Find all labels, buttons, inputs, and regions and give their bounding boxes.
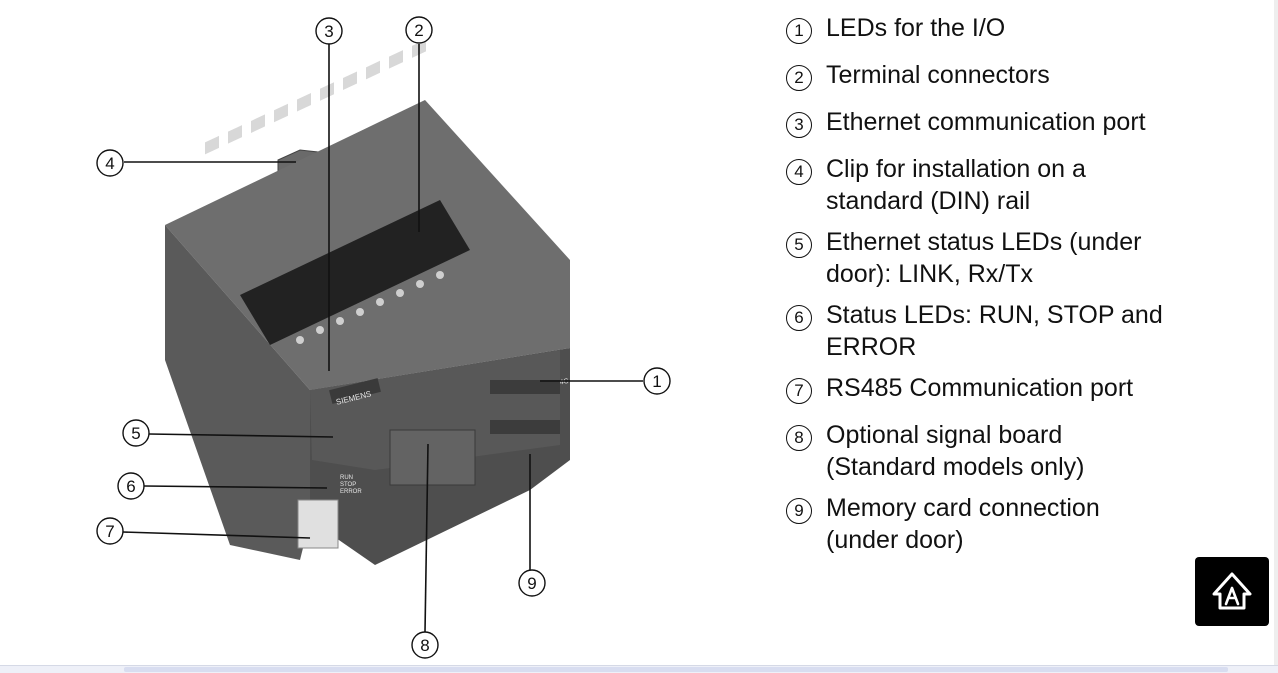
legend-line: Ethernet status LEDs (under	[826, 228, 1142, 256]
legend-item-3: 3 Ethernet communication port	[786, 106, 1146, 138]
legend-item-7: 7 RS485 Communication port	[786, 372, 1133, 404]
horizontal-scrollbar[interactable]	[0, 665, 1278, 673]
callout-number-8: 8	[420, 636, 429, 655]
brand-plate	[329, 378, 381, 404]
legend-text: Terminal connectors	[826, 59, 1050, 91]
callout-number-5: 5	[131, 424, 140, 443]
legend-line: standard (DIN) rail	[826, 187, 1031, 215]
legend-item-8: 8 Optional signal board (Standard models…	[786, 419, 1084, 483]
legend-item-9: 9 Memory card connection (under door)	[786, 492, 1100, 556]
legend-line: Status LEDs: RUN, STOP and	[826, 301, 1163, 329]
legend-text: RS485 Communication port	[826, 372, 1133, 404]
status-led-stop: STOP	[340, 482, 356, 488]
legend-line: RS485 Communication port	[826, 374, 1134, 402]
legend-number: 8	[786, 425, 812, 451]
device-left-face	[165, 225, 310, 560]
legend-item-2: 2 Terminal connectors	[786, 59, 1050, 91]
callout-line-7	[122, 531, 311, 539]
callout-lines	[122, 44, 643, 633]
callout-circle-4	[96, 149, 124, 177]
status-led-error: ERROR	[340, 489, 362, 495]
terminal-connector-strip	[240, 200, 470, 345]
callout-number-7: 7	[105, 522, 114, 541]
callout-circle-9	[518, 569, 546, 597]
plc-device-figure: SIEMENS CPU 1214C RUN STOP ERROR 1 2 3	[96, 16, 671, 659]
legend-line: Ethernet communication port	[826, 108, 1146, 136]
callout-circle-1	[643, 367, 671, 395]
window-edge	[1274, 0, 1278, 665]
legend-item-4: 4 Clip for installation on a standard (D…	[786, 153, 1086, 217]
legend-number: 4	[786, 159, 812, 185]
status-led-run: RUN	[340, 475, 353, 481]
legend-number: 6	[786, 305, 812, 331]
callout-circle-6	[117, 472, 145, 500]
scrollbar-thumb[interactable]	[124, 667, 1228, 672]
legend-text: LEDs for the I/O	[826, 12, 1005, 44]
callout-number-2: 2	[414, 21, 423, 40]
legend-line: Terminal connectors	[826, 61, 1050, 89]
legend-line: ERROR	[826, 333, 917, 361]
rs485-port	[297, 499, 339, 549]
legend-text: Memory card connection (under door)	[826, 492, 1100, 556]
legend-text: Clip for installation on a standard (DIN…	[826, 153, 1086, 217]
legend-number: 3	[786, 112, 812, 138]
callout-line-8	[424, 443, 429, 633]
terminal-screws	[296, 271, 444, 344]
callout-circle-3	[315, 17, 343, 45]
legend-text: Ethernet status LEDs (under door): LINK,…	[826, 226, 1141, 290]
callout-number-3: 3	[324, 22, 333, 41]
legend-number: 7	[786, 378, 812, 404]
legend-line: Memory card connection	[826, 494, 1100, 522]
callout-number-9: 9	[527, 574, 536, 593]
legend-number: 5	[786, 232, 812, 258]
callout-line-5	[148, 433, 334, 438]
legend-item-5: 5 Ethernet status LEDs (under door): LIN…	[786, 226, 1141, 290]
legend-line: door): LINK, Rx/Tx	[826, 260, 1033, 288]
io-led-strip-top	[490, 380, 560, 394]
legend-line: Clip for installation on a	[826, 155, 1086, 183]
legend-number: 1	[786, 18, 812, 44]
vent-slots	[205, 39, 426, 155]
plc-device-illustration: SIEMENS CPU 1214C RUN STOP ERROR	[165, 39, 570, 565]
legend-text: Status LEDs: RUN, STOP and ERROR	[826, 299, 1163, 363]
translate-button[interactable]	[1195, 557, 1269, 626]
callout-circle-2	[405, 16, 433, 44]
legend-line: (Standard models only)	[826, 453, 1085, 481]
legend-number: 2	[786, 65, 812, 91]
translate-icon	[1212, 572, 1252, 609]
callout-line-6	[143, 485, 328, 489]
legend-text: Ethernet communication port	[826, 106, 1146, 138]
legend-line: Optional signal board	[826, 421, 1063, 449]
callout-circle-5	[122, 419, 150, 447]
callout-number-6: 6	[126, 477, 135, 496]
legend-line: LEDs for the I/O	[826, 14, 1006, 42]
legend-text: Optional signal board (Standard models o…	[826, 419, 1084, 483]
callout-circle-8	[411, 631, 439, 659]
io-led-strip-bottom	[490, 420, 560, 434]
legend-item-1: 1 LEDs for the I/O	[786, 12, 1005, 44]
callout-markers: 1 2 3 4 5 6 7 8 9	[96, 16, 671, 659]
callout-number-1: 1	[652, 372, 661, 391]
legend-number: 9	[786, 498, 812, 524]
legend-line: (under door)	[826, 526, 964, 554]
legend-item-6: 6 Status LEDs: RUN, STOP and ERROR	[786, 299, 1163, 363]
callout-circle-7	[96, 517, 124, 545]
callout-number-4: 4	[105, 154, 114, 173]
signal-board-door	[389, 429, 476, 486]
